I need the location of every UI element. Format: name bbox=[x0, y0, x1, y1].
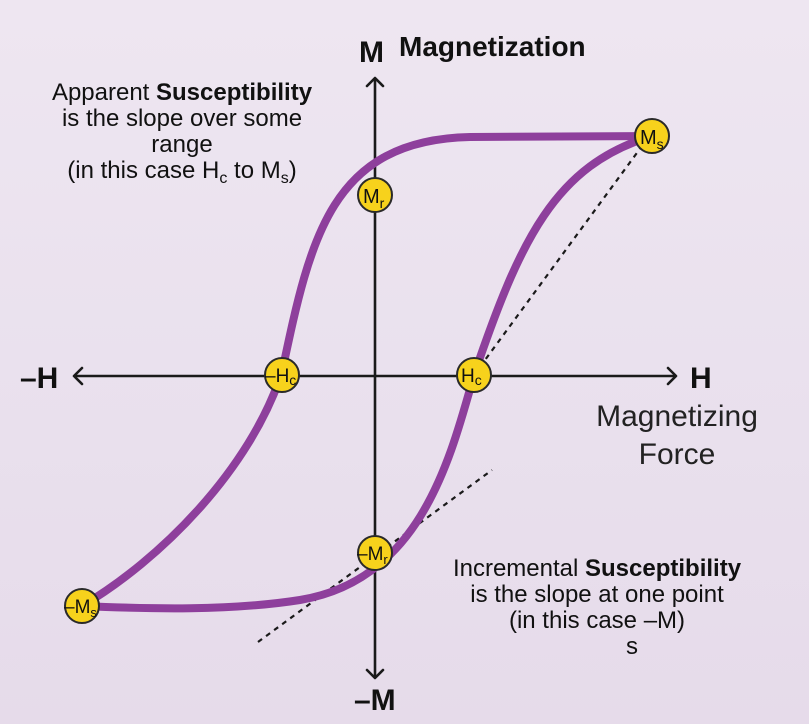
apparent-callout-line4-sub2: s bbox=[280, 170, 289, 187]
marker-neg-remanence: –Mr bbox=[357, 535, 393, 571]
incremental-callout-line2: is the slope at one point bbox=[470, 581, 724, 608]
marker-neg-coercivity: –Hc bbox=[264, 357, 300, 393]
incremental-slope-line bbox=[257, 469, 493, 643]
incremental-callout-line3-c: ) bbox=[677, 607, 686, 634]
x-axis-title: Magnetizing Force bbox=[572, 398, 782, 474]
apparent-callout-line4: (in this case Hc to Ms) bbox=[12, 157, 352, 187]
marker-neg-remanence-sub: r bbox=[383, 552, 388, 567]
apparent-callout-line4-a: (in this case H bbox=[67, 157, 220, 184]
x-axis-right-label: H bbox=[690, 362, 712, 395]
marker-coercivity-label: H bbox=[461, 366, 475, 387]
marker-saturation-label: M bbox=[640, 127, 657, 149]
marker-neg-saturation: –Ms bbox=[64, 588, 100, 624]
incremental-callout-line4: s bbox=[626, 633, 638, 660]
y-axis-top-label: M bbox=[359, 36, 384, 69]
incremental-susceptibility-callout: Incremental Susceptibility is the slope … bbox=[412, 556, 782, 660]
incremental-callout-line1: Incremental Susceptibility bbox=[412, 556, 782, 582]
svg-text:–Mr: –Mr bbox=[357, 544, 388, 567]
x-axis-title-line2: Force bbox=[638, 438, 716, 471]
marker-neg-coercivity-sub: c bbox=[289, 372, 296, 388]
incremental-callout-line3-a: (in this case –M bbox=[508, 607, 678, 634]
x-axis-title-line1: Magnetizing bbox=[596, 400, 758, 433]
apparent-slope-line bbox=[473, 145, 643, 376]
svg-text:Hc: Hc bbox=[461, 366, 482, 388]
svg-text:Ms: Ms bbox=[640, 127, 664, 152]
y-axis-title: Magnetization bbox=[399, 31, 586, 62]
y-axis-bottom-label: –M bbox=[354, 684, 396, 717]
apparent-callout-line4-c: ) bbox=[288, 157, 297, 184]
hysteresis-loop-lower-branch bbox=[78, 132, 656, 613]
apparent-susceptibility-callout: Apparent Susceptibility is the slope ove… bbox=[12, 80, 352, 187]
marker-coercivity: Hc bbox=[456, 357, 492, 393]
svg-text:Mr: Mr bbox=[363, 186, 385, 211]
apparent-callout-line2: is the slope over some bbox=[61, 105, 303, 132]
svg-text:–Hc: –Hc bbox=[265, 366, 296, 388]
marker-neg-saturation-sub: s bbox=[90, 605, 97, 620]
incremental-callout-line3: (in this case –M) bbox=[412, 608, 782, 634]
marker-neg-coercivity-label: –H bbox=[265, 366, 289, 387]
marker-neg-saturation-label: –M bbox=[64, 597, 90, 618]
marker-neg-remanence-label: –M bbox=[357, 544, 383, 565]
incremental-callout-keyword: Susceptibility bbox=[585, 555, 742, 582]
x-axis-left-label: –H bbox=[20, 362, 58, 395]
apparent-callout-line4-sub1: c bbox=[219, 170, 228, 187]
apparent-callout-line1-a: Apparent bbox=[51, 79, 157, 106]
marker-remanence-sub: r bbox=[380, 195, 385, 211]
incremental-callout-line1-a: Incremental bbox=[452, 555, 585, 582]
apparent-callout-line1: Apparent Susceptibility bbox=[12, 80, 352, 106]
apparent-callout-line3: range bbox=[151, 131, 213, 158]
marker-saturation: Ms bbox=[634, 118, 670, 154]
marker-remanence: Mr bbox=[357, 177, 393, 213]
marker-saturation-sub: s bbox=[657, 136, 664, 152]
svg-text:–Ms: –Ms bbox=[64, 597, 97, 620]
marker-remanence-label: M bbox=[363, 186, 380, 208]
apparent-callout-line4-b: to M bbox=[227, 157, 281, 184]
apparent-callout-keyword: Susceptibility bbox=[156, 79, 313, 106]
marker-coercivity-sub: c bbox=[475, 372, 482, 388]
